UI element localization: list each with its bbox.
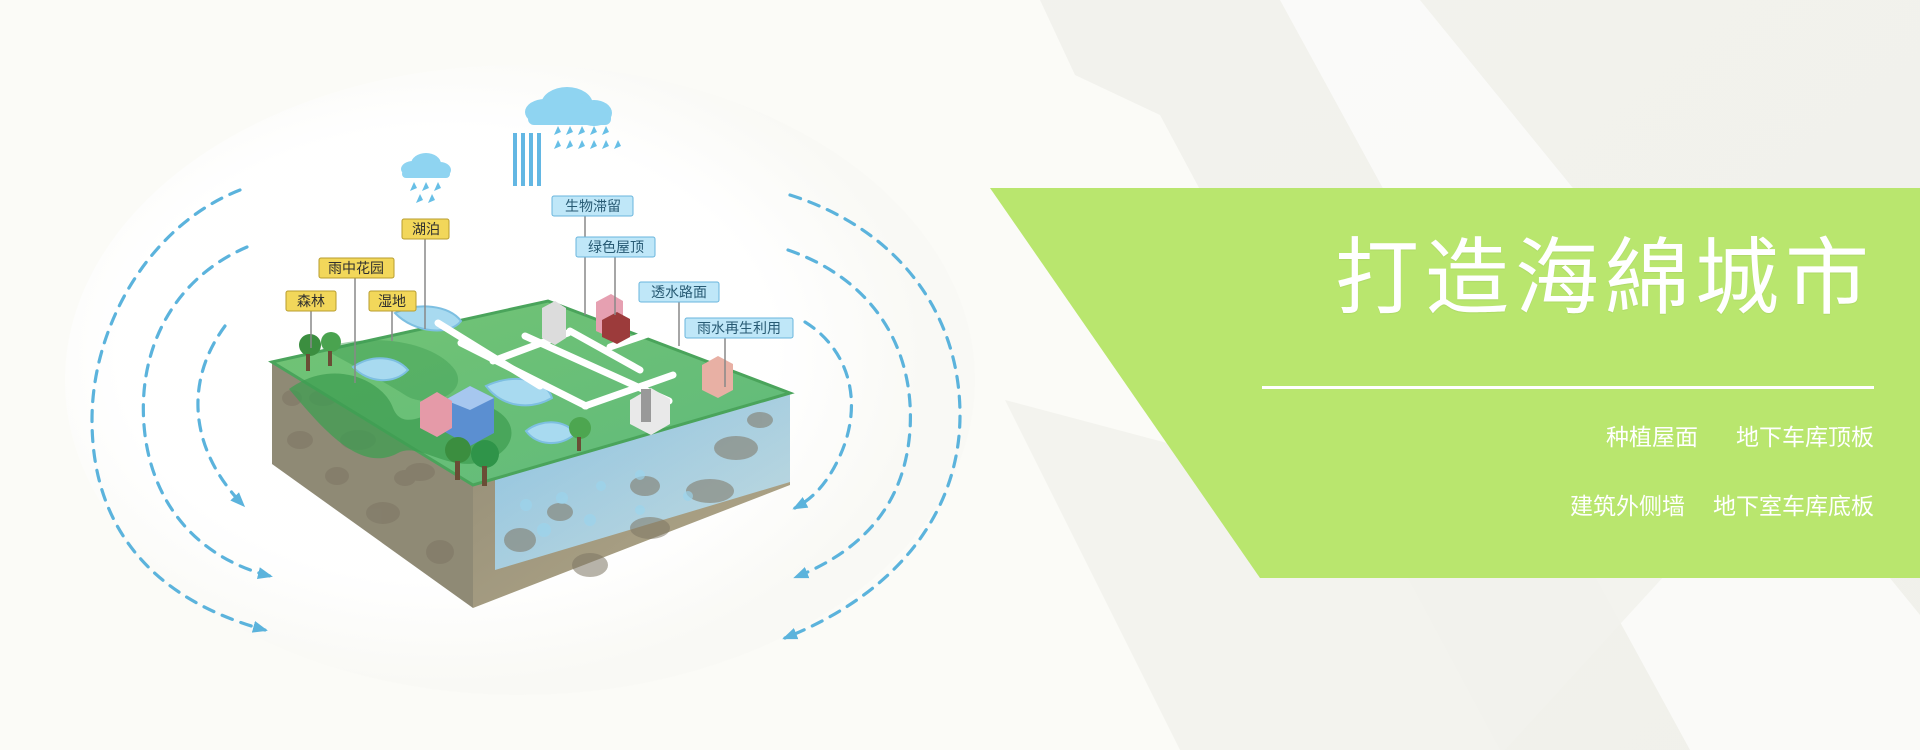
wetland-label: 湿地 xyxy=(378,294,406,310)
title-divider xyxy=(1262,386,1874,389)
large-rain-cloud-icon xyxy=(513,87,621,186)
lake-label: 湖泊 xyxy=(412,222,440,238)
rain-garden-label: 雨中花园 xyxy=(328,261,384,277)
forest-label: 森林 xyxy=(297,294,325,310)
permeable-pavement-callout: 透水路面 xyxy=(638,281,720,346)
building-exterior-wall-feature: 建筑外侧墙 xyxy=(1570,494,1685,520)
feature-row-second: 建筑外侧墙 地下室车库底板 xyxy=(1570,496,1874,519)
green-roof-callout: 绿色屋顶 xyxy=(575,236,656,315)
green-city-surface xyxy=(268,294,795,487)
planted-roof-feature: 种植屋面 xyxy=(1606,425,1698,451)
page-title: 打造海綿城市 xyxy=(1334,229,1875,327)
rainwater-reuse-label: 雨水再生利用 xyxy=(697,321,781,337)
green-title-panel xyxy=(990,188,1920,578)
small-rain-cloud-icon xyxy=(401,153,451,203)
dashed-cycle-arrows xyxy=(90,188,962,640)
bio-retention-label: 生物滞留 xyxy=(565,199,621,215)
basement-garage-floor-feature: 地下室车库底板 xyxy=(1713,494,1874,520)
permeable-pavement-label: 透水路面 xyxy=(651,285,707,301)
wetland-callout: 湿地 xyxy=(368,290,417,341)
bio-retention-callout: 生物滞留 xyxy=(551,195,634,315)
green-roof-label: 绿色屋顶 xyxy=(588,239,644,256)
underground-garage-roof-feature: 地下车库顶板 xyxy=(1736,425,1874,451)
diagram-callouts: 森林 雨中花园 湿地 湖泊 生物滞留 xyxy=(285,195,794,387)
trees xyxy=(299,332,591,486)
feature-row-first: 种植屋面 地下车库顶板 xyxy=(1606,427,1874,450)
buildings xyxy=(420,294,733,446)
rainwater-reuse-callout: 雨水再生利用 xyxy=(684,317,794,387)
forest-callout: 森林 xyxy=(285,290,337,348)
lake-callout: 湖泊 xyxy=(401,218,450,329)
rain-garden-callout: 雨中花园 xyxy=(318,257,395,383)
